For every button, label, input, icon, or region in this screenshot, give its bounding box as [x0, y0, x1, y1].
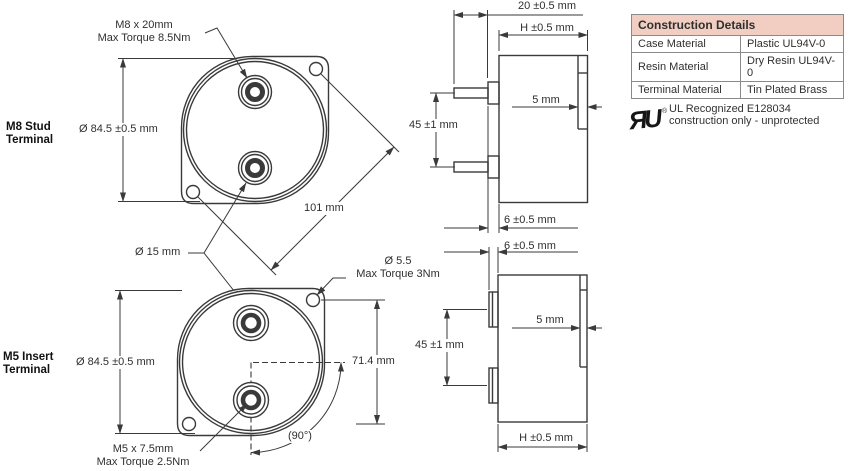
dim-label-body-dia-top: Ø 84.5 ±0.5 mm	[77, 123, 160, 136]
dim-label-pitch-top: 45 ±1 mm	[407, 119, 460, 132]
dim-offset-top	[444, 106, 578, 233]
dim-label-body-dia-bottom: Ø 84.5 ±0.5 mm	[74, 356, 157, 369]
dim-label-offset-top: 6 ±0.5 mm	[504, 214, 556, 226]
row-label: Resin Material	[631, 52, 741, 82]
table-title: Construction Details	[631, 14, 844, 36]
case-body	[497, 274, 588, 423]
m5-terminal-top	[232, 304, 270, 342]
insert-terminal	[488, 367, 499, 404]
m8-front-view	[118, 27, 400, 276]
row-value: Dry Resin UL94V-0	[740, 52, 844, 82]
table-row: Resin Material Dry Resin UL94V-0	[631, 52, 844, 82]
mounting-hole	[308, 61, 324, 77]
m5-side-view	[443, 247, 602, 452]
stud	[453, 87, 489, 99]
m8-terminal-top	[237, 74, 273, 110]
dim-label-offset-bottom: 6 ±0.5 mm	[504, 240, 556, 252]
dim-height-bottom	[497, 424, 588, 452]
mounting-hole	[185, 184, 201, 200]
hole-callout-leader	[316, 277, 346, 296]
insert-terminal	[488, 291, 499, 328]
stud	[453, 161, 489, 173]
row-label: Case Material	[631, 35, 741, 53]
construction-details-table: Construction Details Case Material Plast…	[631, 14, 844, 99]
dim-label-hole-vertical: 71.4 mm	[350, 355, 397, 368]
terminal-dia-label: Ø 15 mm	[135, 246, 181, 258]
mounting-hole	[305, 292, 321, 308]
table-row: Terminal Material Tin Plated Brass	[631, 81, 844, 99]
ul-recognition-line2: construction only - unprotected	[669, 115, 820, 127]
dim-stud-length	[453, 10, 583, 84]
dim-90-arc	[250, 362, 344, 456]
m5-front-view	[115, 277, 385, 456]
row-value: Plastic UL94V-0	[740, 35, 844, 53]
dim-label-pitch-bottom: 45 ±1 mm	[413, 339, 466, 352]
dim-label-hole-diagonal: 101 mm	[302, 202, 346, 215]
mounting-hole	[181, 416, 197, 432]
case-outline	[182, 57, 328, 203]
m8-callout-leader	[204, 27, 248, 79]
terminal-base	[487, 81, 500, 105]
row-label: Terminal Material	[631, 81, 741, 99]
dim-label-height-top: H ±0.5 mm	[520, 22, 574, 34]
terminal-base	[487, 155, 500, 179]
ul-recognized-icon: ЯU	[627, 104, 661, 136]
ul-recognition-line1: UL Recognized E128034	[669, 103, 791, 115]
dim-label-flange-bottom: 5 mm	[536, 314, 564, 326]
dim-label-height-bottom: H ±0.5 mm	[519, 432, 573, 444]
registered-trademark-icon: ®	[662, 108, 668, 115]
table-row: Case Material Plastic UL94V-0	[631, 35, 844, 53]
dim-height-top	[498, 30, 588, 51]
dim-label-flange-top: 5 mm	[532, 94, 560, 106]
m8-side-view	[430, 10, 602, 233]
dim-offset-bottom	[444, 247, 578, 290]
row-value: Tin Plated Brass	[740, 81, 844, 99]
case-body	[498, 54, 589, 204]
dim-label-hole-angle: (90°)	[286, 430, 314, 443]
dim-label-stud-length: 20 ±0.5 mm	[517, 0, 576, 12]
m5-callout-leader	[199, 403, 248, 452]
